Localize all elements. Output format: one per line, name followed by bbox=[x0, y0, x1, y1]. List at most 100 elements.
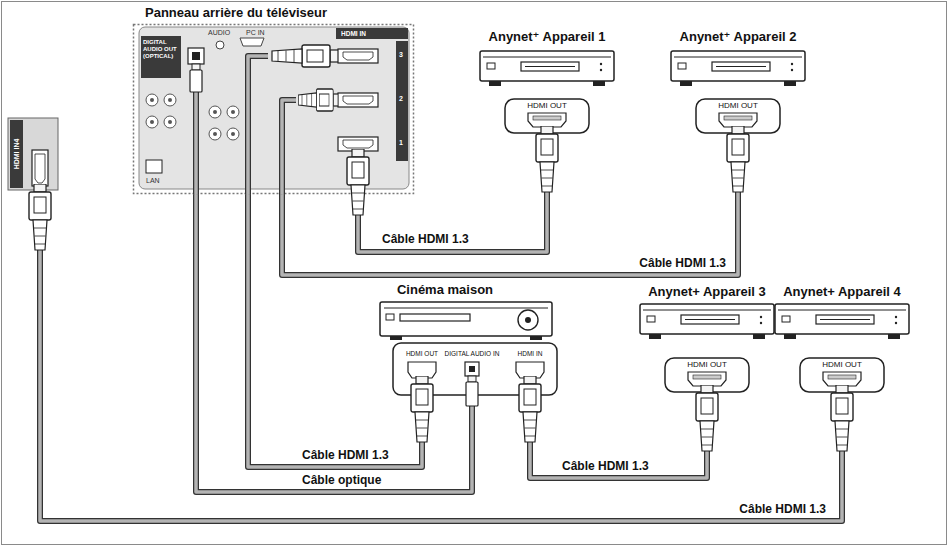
rca-jack bbox=[146, 94, 158, 106]
port-label: HDMI IN bbox=[518, 350, 543, 357]
port-label: HDMI OUT bbox=[406, 350, 438, 357]
side-label-strip bbox=[10, 120, 23, 188]
optical-port bbox=[188, 48, 204, 64]
hdmi-port-inner bbox=[343, 52, 373, 60]
optical-port bbox=[465, 362, 479, 376]
rca-jack bbox=[146, 116, 158, 128]
port-label: PC IN bbox=[246, 29, 265, 37]
hdmi-port bbox=[338, 137, 378, 151]
port-number: 1 bbox=[399, 139, 403, 147]
hdmi-port bbox=[408, 362, 436, 378]
device-name: Anynet⁺ Appareil 2 bbox=[680, 30, 797, 45]
cable-label: Câble HDMI 1.3 bbox=[560, 460, 651, 474]
port-label: HDMI OUT bbox=[718, 101, 758, 110]
device-foot bbox=[390, 336, 402, 340]
hdmi-plug bbox=[536, 126, 558, 192]
hdmi-port-inner bbox=[343, 96, 373, 104]
cable-label: Câble HDMI 1.3 bbox=[380, 233, 471, 247]
port-label: HDMI OUT bbox=[527, 101, 567, 110]
cable-core bbox=[40, 190, 842, 521]
hdmi-port bbox=[516, 362, 544, 378]
cable-core bbox=[248, 56, 268, 194]
device-button bbox=[386, 314, 394, 320]
hdmi-port bbox=[338, 93, 378, 107]
anynet-device: Anynet⁺ Appareil 1HDMI OUT bbox=[464, 30, 630, 135]
panel-outline bbox=[134, 25, 414, 194]
port-label: HDMI IN bbox=[341, 30, 366, 37]
anynet-device: Anynet⁺ Appareil 2 HDMI OUT bbox=[655, 30, 821, 135]
side-panel-art bbox=[8, 118, 58, 190]
rca-pin bbox=[168, 98, 172, 102]
cable-core bbox=[282, 100, 296, 194]
hdmi-plug bbox=[727, 126, 749, 192]
side-panel-plate bbox=[8, 118, 58, 190]
device-illustration bbox=[671, 51, 805, 86]
cable-label: Câble optique bbox=[300, 474, 383, 488]
pc-port bbox=[240, 38, 264, 46]
optical-plug-tip bbox=[192, 64, 200, 70]
device-body bbox=[380, 302, 552, 336]
cable-outline bbox=[193, 92, 199, 194]
port-label: HDMI OUT bbox=[822, 360, 862, 369]
rca-jack bbox=[209, 128, 221, 140]
port-label: HDMI IN4 bbox=[12, 139, 20, 170]
anynet-device: Anynet+ Appareil 3 HDMI OUT bbox=[624, 285, 790, 395]
port-label: HDMI OUT bbox=[687, 360, 727, 369]
tv-panel-art bbox=[134, 25, 414, 194]
hdmi-plug bbox=[831, 385, 853, 451]
hdmi-port bbox=[338, 49, 378, 63]
panel-heading: Panneau arrière du téléviseur bbox=[145, 6, 327, 21]
audio-jack bbox=[216, 41, 224, 49]
rca-pin bbox=[231, 132, 235, 136]
port-label: LAN bbox=[146, 177, 160, 185]
side-hdmi-input: HDMI IN4 bbox=[8, 118, 58, 190]
hdmi-plug bbox=[411, 376, 433, 442]
hdmi-number-strip bbox=[396, 41, 408, 161]
lan-port bbox=[146, 160, 162, 173]
rca-jack bbox=[227, 106, 239, 118]
rca-pin bbox=[168, 120, 172, 124]
hdmi-plug bbox=[519, 376, 541, 442]
hdmi-plug bbox=[298, 89, 338, 111]
hdmi-plug bbox=[347, 149, 369, 215]
device-illustration bbox=[775, 304, 909, 339]
cable-label: Câble HDMI 1.3 bbox=[300, 449, 391, 463]
hdmi-header-plate bbox=[336, 28, 408, 39]
home-theater: Cinéma maisonHDMI OUT DIGITAL AUDIO IN HDM… bbox=[375, 283, 560, 395]
rca-pin bbox=[150, 98, 154, 102]
volume-knob bbox=[518, 310, 538, 330]
device-illustration bbox=[480, 51, 614, 86]
device-name: Anynet+ Appareil 3 bbox=[648, 285, 766, 300]
device-foot bbox=[530, 336, 542, 340]
device-slot bbox=[400, 314, 470, 321]
optical-plug-body bbox=[466, 382, 478, 406]
cable-outline bbox=[248, 56, 268, 194]
rca-jack bbox=[227, 128, 239, 140]
hdmi-port-inner bbox=[343, 140, 373, 148]
rca-pin bbox=[231, 110, 235, 114]
hdmi-plug bbox=[29, 184, 51, 250]
optical-port-hole bbox=[192, 52, 200, 60]
rca-jack bbox=[164, 94, 176, 106]
hdmi-port-inner bbox=[35, 154, 45, 183]
cable-stubs bbox=[196, 56, 296, 194]
anynet-device: Anynet+ Appareil 4HDMI OUT bbox=[759, 285, 925, 395]
port-label: DIGITAL AUDIO IN bbox=[445, 350, 500, 357]
optical-plug-tip bbox=[468, 376, 476, 382]
device-edge bbox=[384, 308, 548, 309]
device-name: Cinéma maison bbox=[397, 283, 493, 298]
cable-label: Câble HDMI 1.3 bbox=[737, 503, 828, 517]
optical-plug-body bbox=[190, 70, 202, 92]
cable-connector bbox=[530, 395, 707, 478]
cable-core bbox=[530, 395, 707, 478]
port-label: AUDIO bbox=[208, 29, 230, 37]
cable-connector bbox=[40, 190, 842, 521]
rca-pin bbox=[213, 110, 217, 114]
hdmi-plug bbox=[272, 45, 338, 67]
device-illustration bbox=[640, 304, 774, 339]
cable-label: Câble HDMI 1.3 bbox=[637, 257, 728, 271]
tv-back-panel: Panneau arrière du téléviseur bbox=[133, 6, 413, 194]
cable-outline bbox=[530, 395, 707, 478]
